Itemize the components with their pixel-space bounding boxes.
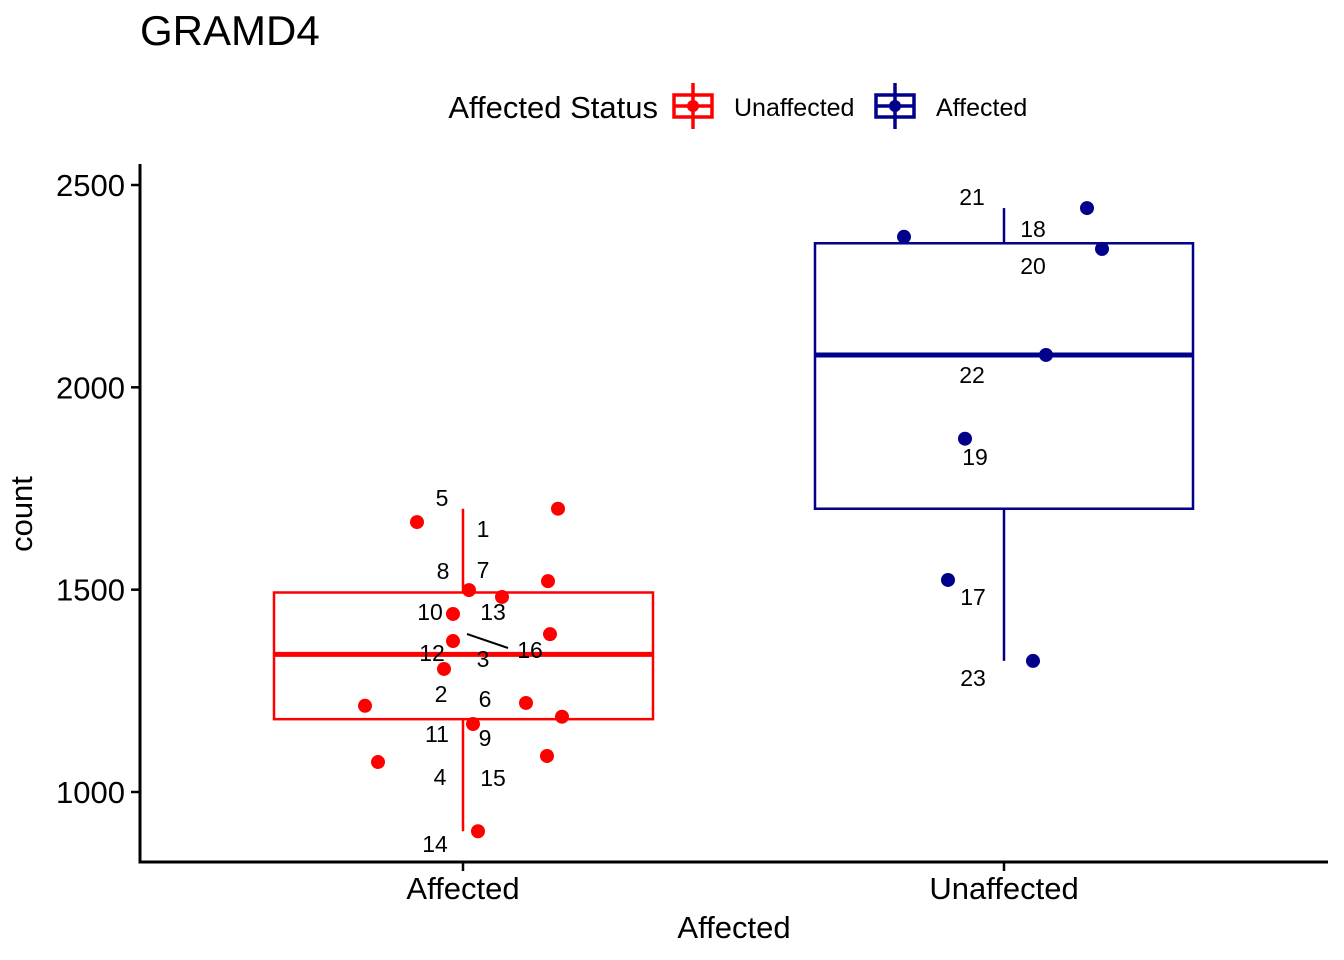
- point-label: 14: [422, 831, 448, 857]
- point-label: 2: [435, 681, 448, 707]
- data-point: [371, 755, 385, 770]
- legend-item-label: Unaffected: [734, 94, 854, 122]
- data-point: [1095, 241, 1109, 256]
- y-tick-label: 2000: [56, 370, 125, 405]
- data-point: [1080, 201, 1094, 216]
- x-category-label: Affected: [406, 871, 519, 906]
- data-point: [462, 583, 476, 598]
- legend-item-label: Affected: [936, 94, 1027, 122]
- point-label: 22: [959, 362, 985, 388]
- data-point: [446, 634, 460, 649]
- data-point: [437, 661, 451, 676]
- data-point: [358, 698, 372, 713]
- point-label: 23: [960, 665, 986, 691]
- plot-title: GRAMD4: [140, 7, 320, 54]
- x-category-label: Unaffected: [929, 871, 1078, 906]
- data-point: [897, 229, 911, 244]
- label-leader-line: [466, 633, 509, 649]
- data-point: [555, 709, 569, 724]
- point-label: 7: [477, 557, 490, 583]
- point-label: 6: [479, 686, 492, 712]
- point-label: 19: [962, 444, 988, 470]
- point-label: 10: [417, 599, 443, 625]
- point-label: 15: [480, 765, 506, 791]
- legend-title: Affected Status: [448, 90, 658, 125]
- data-point: [446, 606, 460, 621]
- point-label: 21: [959, 184, 985, 210]
- data-point: [1039, 347, 1053, 362]
- data-point: [466, 717, 480, 732]
- data-point: [495, 589, 509, 604]
- point-label: 12: [419, 640, 445, 666]
- box: [813, 242, 1195, 510]
- point-label: 18: [1020, 216, 1046, 242]
- data-point: [958, 431, 972, 446]
- point-label: 1: [477, 516, 490, 542]
- point-label: 13: [480, 599, 506, 625]
- point-label: 4: [434, 764, 447, 790]
- data-point: [541, 574, 555, 589]
- point-label: 5: [436, 485, 449, 511]
- x-axis-title: Affected: [677, 910, 790, 945]
- point-label: 17: [960, 584, 986, 610]
- y-tick-label: 1000: [56, 775, 125, 810]
- point-label: 20: [1020, 253, 1046, 279]
- point-label: 16: [517, 637, 543, 663]
- data-point: [543, 627, 557, 642]
- point-label: 9: [479, 725, 492, 751]
- data-point: [1026, 653, 1040, 668]
- point-label: 8: [437, 558, 450, 584]
- boxplot-key-icon: [874, 83, 916, 129]
- data-point: [471, 824, 485, 839]
- point-label: 11: [425, 721, 449, 747]
- data-point: [519, 695, 533, 710]
- data-point: [540, 748, 554, 763]
- data-point: [410, 515, 424, 530]
- y-tick-label: 1500: [56, 573, 125, 608]
- point-label: 3: [477, 646, 490, 672]
- y-tick-label: 2500: [56, 168, 125, 203]
- boxplot-key-icon: [672, 83, 714, 129]
- data-point: [551, 501, 565, 516]
- data-point: [941, 572, 955, 587]
- y-axis-title: count: [4, 476, 39, 552]
